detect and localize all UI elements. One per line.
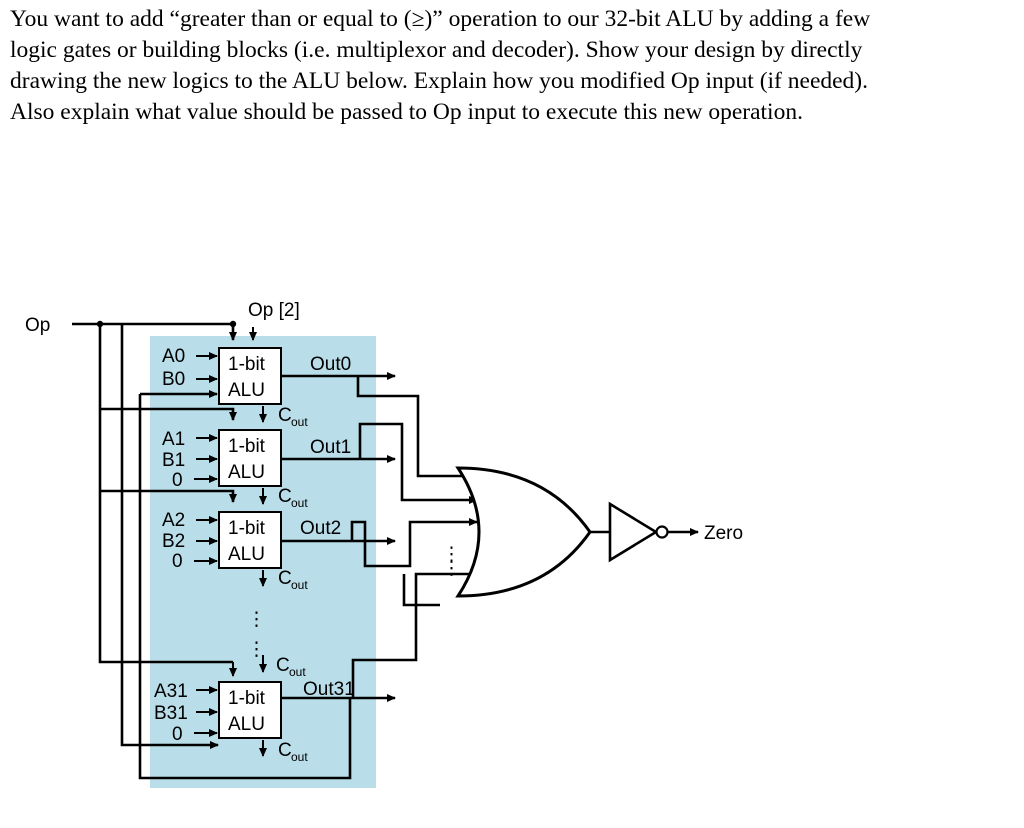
cout-1-label: C — [278, 486, 292, 507]
alu-box-2-line2: ALU — [228, 544, 265, 565]
out1-to-or-wire — [358, 422, 478, 504]
input-b2-label: B2 — [162, 531, 185, 552]
alu-box-0-line2: ALU — [228, 380, 265, 401]
alu-stage-31: 1-bit ALU A31 B31 0 Out31 C out — [154, 679, 396, 764]
op-to-stage1-wire — [100, 407, 237, 421]
cin-2-label: 0 — [172, 551, 183, 572]
alu-box-31-line2: ALU — [228, 714, 265, 735]
alu-stage-0: 1-bit ALU A0 B0 Out0 C out — [162, 346, 396, 429]
alu-box-31-line1: 1-bit — [228, 688, 266, 709]
cout-31-sub: out — [291, 750, 308, 764]
cout-2-sub: out — [291, 578, 308, 592]
op-to-stage2-wire — [100, 489, 237, 503]
alu-box-1-line1: 1-bit — [228, 436, 266, 457]
cout-0-label: C — [278, 405, 292, 426]
question-text: You want to add “greater than or equal t… — [10, 4, 1010, 128]
output-1-label: Out1 — [310, 437, 351, 458]
op-distribution-wire — [98, 324, 233, 664]
question-line-1: You want to add “greater than or equal t… — [10, 6, 871, 32]
input-a31-label: A31 — [154, 681, 188, 702]
input-a2-label: A2 — [162, 510, 185, 531]
cin-1-label: 0 — [172, 470, 183, 491]
inverter-bubble — [655, 525, 669, 539]
question-line-2: logic gates or building blocks (i.e. mul… — [10, 37, 863, 63]
op-bus-left-wire — [120, 324, 219, 749]
op-bus-label: Op [2] — [248, 300, 300, 321]
input-b31-label: B31 — [154, 703, 188, 724]
cout-30-label: C — [276, 655, 290, 676]
output-31-label: Out31 — [303, 679, 355, 700]
cout-31-label: C — [278, 740, 292, 761]
stage-ellipsis-mark: ⋮ — [247, 609, 266, 630]
input-b0-label: B0 — [162, 369, 185, 390]
less-feedback-wire-0 — [138, 394, 352, 780]
out0-to-or-wire — [356, 376, 478, 480]
op-junction-dot — [229, 320, 237, 328]
zero-label: Zero — [704, 523, 743, 544]
inverter-gate — [608, 501, 659, 563]
alu-box-31 — [218, 681, 282, 739]
stage-ellipsis-mark-2: ⋮ — [247, 639, 266, 660]
or-gate — [455, 466, 592, 598]
op-label: Op — [25, 315, 50, 336]
question-line-4: Also explain what value should be passed… — [10, 99, 803, 125]
question-line-3: drawing the new logics to the ALU below.… — [10, 68, 869, 94]
cin-31-label: 0 — [172, 724, 183, 745]
output-2-label: Out2 — [300, 518, 341, 539]
or-input-ellipsis: ⋮ — [442, 544, 461, 565]
input-b1-label: B1 — [162, 450, 185, 471]
cout-30-sub: out — [289, 665, 306, 679]
input-a0-label: A0 — [162, 346, 185, 367]
alu-box-2-line1: 1-bit — [228, 518, 266, 539]
input-a1-label: A1 — [162, 429, 185, 450]
alu-box-1 — [218, 429, 282, 487]
out31-to-or-wire — [351, 572, 477, 698]
or-input-ellipsis-2: ⋮ — [442, 558, 461, 579]
cout-0-sub: out — [291, 415, 308, 429]
out2-to-or-wire — [350, 518, 478, 568]
alu-box-0 — [218, 347, 282, 405]
cout-1-sub: out — [291, 496, 308, 510]
cout-2-label: C — [278, 568, 292, 589]
alu-box-0-line1: 1-bit — [228, 354, 266, 375]
alu-stage-1: 1-bit ALU A1 B1 0 Out1 C out — [162, 429, 396, 510]
output-0-label: Out0 — [310, 354, 351, 375]
alu-box-1-line2: ALU — [228, 462, 265, 483]
alu-stage-2: 1-bit ALU A2 B2 0 Out2 C out — [162, 510, 396, 592]
